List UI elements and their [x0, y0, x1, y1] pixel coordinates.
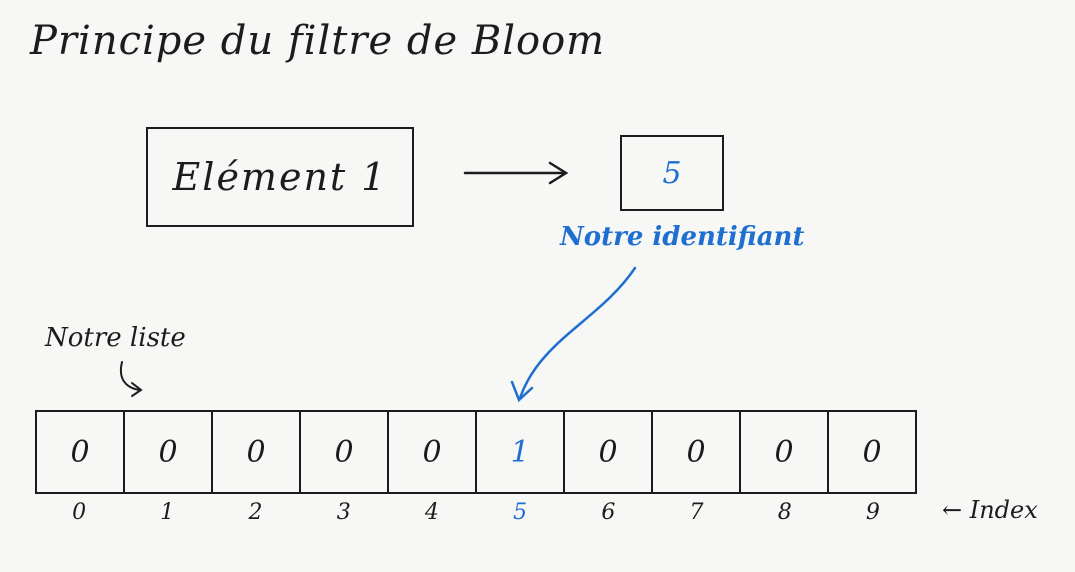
identifier-box: 5	[620, 135, 724, 211]
identifier-value: 5	[662, 155, 682, 191]
bit-cell-6: 0	[565, 412, 653, 492]
index-label: ← Index	[942, 496, 1038, 524]
index-3: 3	[336, 500, 351, 525]
index-row: 0 1 2 3 4 5 6 7 8 9	[35, 500, 917, 525]
bit-cell-9: 0	[862, 434, 882, 470]
index-9: 9	[865, 500, 880, 525]
element-box: Elément 1	[146, 127, 414, 227]
index-7: 7	[689, 500, 704, 525]
list-pointer-arrow	[120, 361, 143, 397]
bit-cell-2: 0	[213, 412, 301, 492]
index-2: 2	[248, 500, 263, 525]
bit-cell-8: 0	[741, 412, 829, 492]
index-6: 6	[601, 500, 616, 525]
index-8: 8	[777, 500, 792, 525]
bit-cell-5: 1	[477, 412, 565, 492]
index-4: 4	[424, 500, 439, 525]
list-annotation: Notre liste	[45, 323, 186, 353]
index-0: 0	[72, 500, 87, 525]
element-to-id-arrow	[463, 161, 569, 185]
annotation-to-cell-arrow	[510, 266, 637, 403]
diagram-title: Principe du filtre de Bloom	[30, 18, 606, 64]
bit-cell-7: 0	[653, 412, 741, 492]
bit-cell-3: 0	[301, 412, 389, 492]
index-5: 5	[513, 500, 528, 525]
bit-cell-0: 0	[37, 412, 125, 492]
bit-cell-4: 0	[389, 412, 477, 492]
index-1: 1	[160, 500, 175, 525]
element-label: Elément 1	[172, 155, 388, 199]
identifier-annotation: Notre identifiant	[560, 222, 805, 252]
bit-cell-1: 0	[125, 412, 213, 492]
